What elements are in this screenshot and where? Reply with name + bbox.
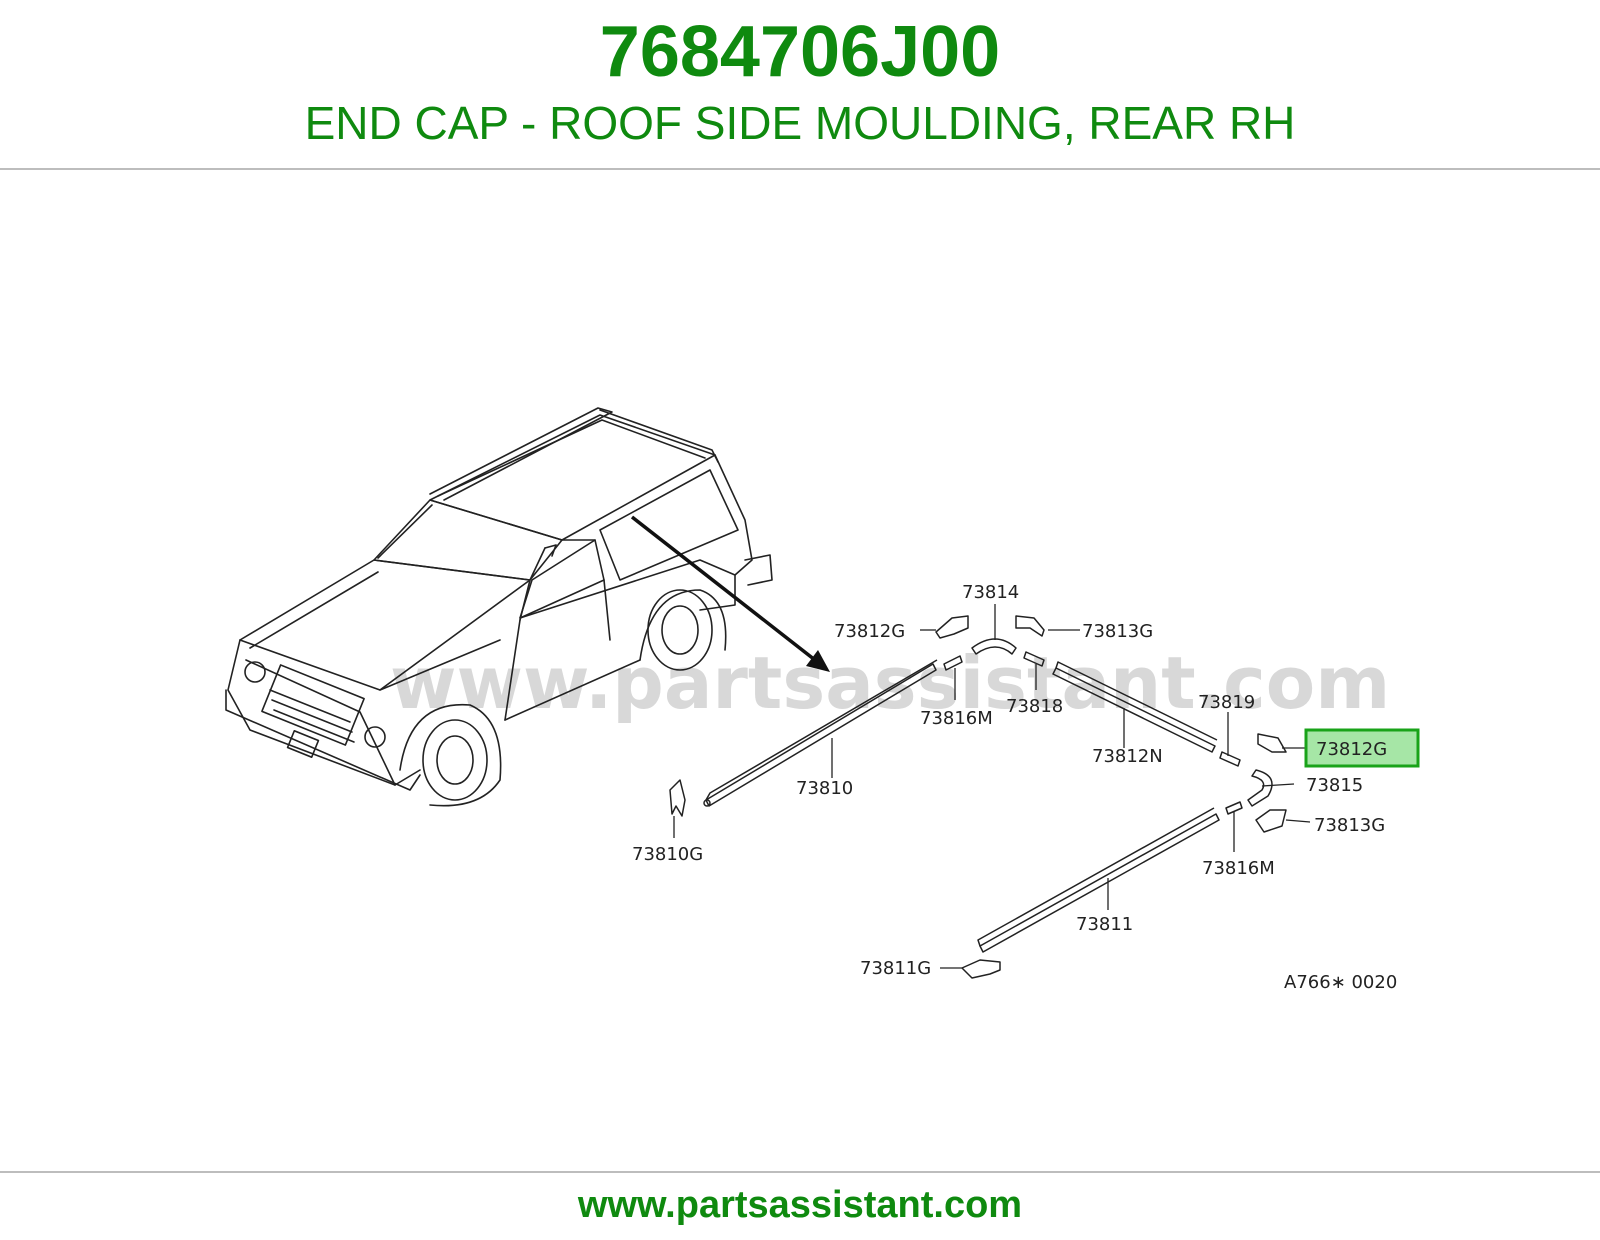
part-number-title: 7684706J00 — [599, 12, 1001, 92]
part-73814-corner — [971, 638, 1017, 655]
part-73815-corner — [1247, 769, 1273, 807]
part-73816m-top — [943, 655, 963, 671]
callout-73810g: 73810G — [632, 844, 703, 865]
callout-73819: 73819 — [1198, 692, 1255, 713]
vehicle-illustration — [225, 407, 773, 807]
callout-73816m-top: 73816M — [920, 708, 993, 729]
callout-73813g-top: 73813G — [1082, 621, 1153, 642]
part-73810g-clip — [669, 779, 686, 817]
part-73811-strip — [979, 813, 1220, 953]
callout-73814: 73814 — [962, 582, 1019, 603]
highlight-box — [1304, 728, 1420, 768]
drawing-code: A766∗ 0020 — [1284, 972, 1397, 993]
part-73819-spacer — [1219, 751, 1241, 767]
part-73811g-clip — [961, 959, 1001, 979]
callout-73812g-top: 73812G — [834, 621, 905, 642]
part-73812n-strip — [1052, 667, 1216, 753]
part-description: END CAP - ROOF SIDE MOULDING, REAR RH — [304, 97, 1296, 149]
part-73810-strip — [705, 663, 937, 807]
callout-73816m-bottom: 73816M — [1202, 858, 1275, 879]
part-73816m-bottom — [1225, 801, 1243, 815]
callout-73811: 73811 — [1076, 914, 1133, 935]
footer-divider — [0, 1171, 1600, 1173]
callout-73810: 73810 — [796, 778, 853, 799]
diagram-panel — [180, 340, 1420, 1010]
leader-lines — [673, 604, 1311, 969]
header-divider — [0, 168, 1600, 170]
highlighted-part-callout[interactable]: 73812G — [1304, 728, 1420, 768]
callout-73812n: 73812N — [1092, 746, 1163, 767]
footer-url-link[interactable]: www.partsassistant.com — [577, 1184, 1023, 1226]
part-73813g-top — [1015, 615, 1045, 637]
callout-73811g: 73811G — [860, 958, 931, 979]
watermark-text: www.partsassistant.com — [390, 641, 1390, 725]
callout-73812g-highlighted: 73812G — [1316, 739, 1387, 760]
part-73818-piece — [1023, 651, 1045, 667]
callout-73813g-right: 73813G — [1314, 815, 1385, 836]
callout-73815: 73815 — [1306, 775, 1363, 796]
part-73813g-right — [1255, 809, 1287, 833]
part-73812g-top — [935, 615, 969, 639]
pointer-arrow — [630, 515, 830, 672]
page-header: 7684706J00 END CAP - ROOF SIDE MOULDING,… — [0, 0, 1600, 170]
callout-73818: 73818 — [1006, 696, 1063, 717]
part-73812g-right — [1257, 733, 1287, 753]
